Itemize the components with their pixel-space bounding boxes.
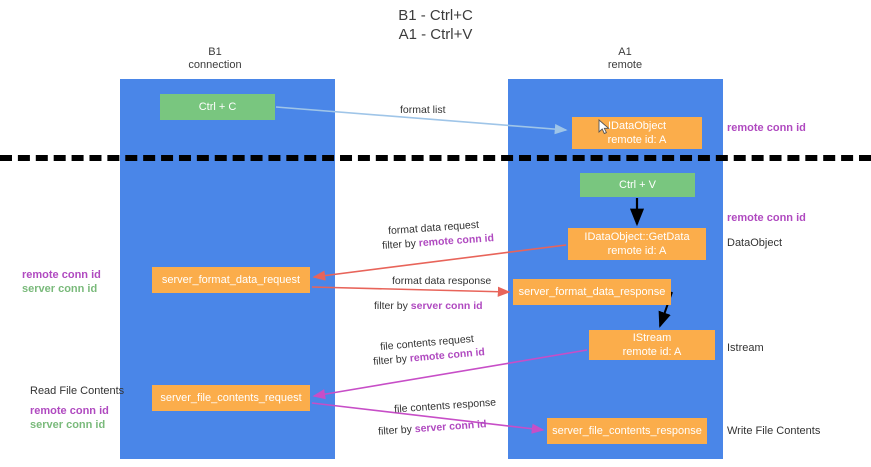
filter-key: server conn id (410, 300, 483, 312)
filter-prefix: filter by (372, 352, 411, 368)
annotation-left2-remote-conn-id: remote conn id (30, 405, 109, 417)
column-header-a1-name: A1 (618, 46, 632, 58)
node-istream[interactable]: IStream remote id: A (589, 330, 715, 360)
phase-divider (0, 155, 871, 161)
node-server-file-contents-response-label: server_file_contents_response (552, 425, 702, 437)
node-ctrl-c[interactable]: Ctrl + C (160, 94, 275, 120)
annotation-remote-conn-id-mid: remote conn id (727, 212, 806, 224)
node-server-format-data-request-label: server_format_data_request (161, 274, 301, 286)
annotation-left-remote-conn-id: remote conn id (22, 269, 101, 281)
edge-label-format-data-response-filter: filter by server conn id (374, 299, 483, 313)
annotation-read-file-contents-group: Read File Contents remote conn id server… (30, 384, 124, 432)
mouse-cursor-icon (598, 119, 610, 135)
edge-label-format-list: format list (400, 104, 446, 116)
filter-prefix: filter by (377, 423, 416, 438)
annotation-istream: Istream (727, 342, 764, 354)
node-getdata-label: IDataObject::GetData (584, 231, 690, 243)
node-server-format-data-response[interactable]: server_format_data_response (513, 279, 671, 305)
column-header-b1-name: B1 (208, 46, 222, 58)
column-header-a1-role: remote (607, 59, 643, 71)
title-line-1: B1 - Ctrl+C (398, 7, 473, 24)
annotation-left2-server-conn-id: server conn id (30, 419, 106, 431)
title-line-2: A1 - Ctrl+V (398, 26, 473, 43)
node-server-format-data-request[interactable]: server_format_data_request (152, 267, 310, 293)
filter-key: server conn id (414, 418, 487, 436)
node-server-file-contents-request-label: server_file_contents_request (160, 392, 302, 404)
column-header-a1: A1 remote (565, 46, 685, 72)
node-idataobject-label: IDataObject (607, 120, 667, 132)
annotation-write-file-contents: Write File Contents (727, 425, 821, 437)
annotation-left-conn-ids: remote conn id server conn id (22, 268, 101, 296)
node-server-file-contents-request[interactable]: server_file_contents_request (152, 385, 310, 411)
node-server-format-data-response-label: server_format_data_response (518, 286, 666, 298)
node-getdata[interactable]: IDataObject::GetData remote id: A (568, 228, 706, 260)
node-ctrl-v-label: Ctrl + V (619, 179, 656, 191)
node-server-file-contents-response[interactable]: server_file_contents_response (547, 418, 707, 444)
annotation-dataobject: DataObject (727, 237, 783, 249)
column-header-b1: B1 connection (155, 46, 275, 72)
node-ctrl-v[interactable]: Ctrl + V (580, 173, 695, 197)
filter-prefix: filter by (381, 237, 420, 252)
node-istream-label: IStream (632, 332, 672, 344)
filter-prefix: filter by (374, 300, 411, 312)
column-header-b1-role: connection (188, 59, 242, 71)
node-ctrl-c-label: Ctrl + C (198, 101, 237, 113)
node-getdata-sub: remote id: A (607, 245, 667, 257)
node-idataobject-sub: remote id: A (607, 134, 667, 146)
edge-label-file-contents-response: file contents response (393, 396, 497, 416)
filter-key: remote conn id (418, 232, 495, 250)
annotation-left-server-conn-id: server conn id (22, 283, 98, 295)
page-title: B1 - Ctrl+C A1 - Ctrl+V (0, 6, 871, 44)
edge-label-format-data-response: format data response (392, 275, 492, 287)
node-istream-sub: remote id: A (622, 346, 682, 358)
edge-label-file-contents-response-filter: filter by server conn id (378, 417, 487, 439)
node-idataobject[interactable]: IDataObject remote id: A (572, 117, 702, 149)
annotation-remote-conn-id-top: remote conn id (727, 122, 806, 134)
annotation-read-file-contents: Read File Contents (30, 385, 125, 397)
